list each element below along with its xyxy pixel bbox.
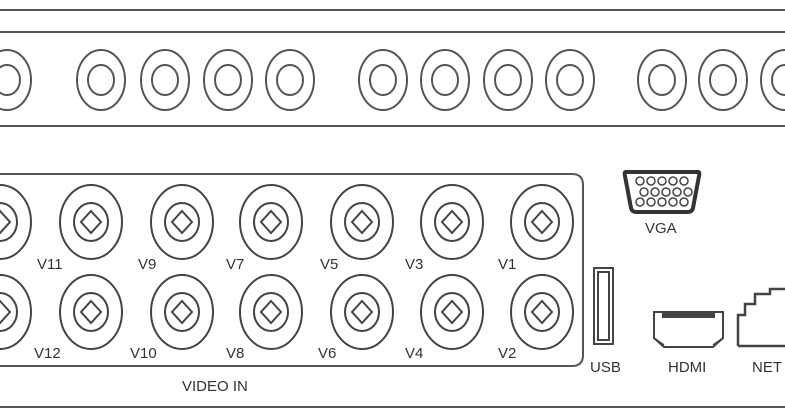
bnc-connector[interactable] <box>330 274 394 350</box>
rca-connector[interactable] <box>265 49 315 111</box>
bnc-connector[interactable] <box>239 184 303 260</box>
rca-connector[interactable] <box>76 49 126 111</box>
bnc-connector[interactable] <box>510 184 574 260</box>
video-in-label: VIDEO IN <box>182 378 248 395</box>
row2-labels: V12 V10 V8 V6 V4 V2 <box>34 345 516 362</box>
usb-label: USB <box>590 359 621 376</box>
channel-label: V3 <box>405 256 423 273</box>
channel-label: V10 <box>130 345 157 362</box>
vga-port[interactable] <box>622 170 702 214</box>
bnc-connector[interactable] <box>150 184 214 260</box>
rca-connector[interactable] <box>140 49 190 111</box>
channel-label: V1 <box>498 256 516 273</box>
channel-label: V4 <box>405 345 423 362</box>
bnc-connector[interactable] <box>59 184 123 260</box>
rca-connector[interactable] <box>358 49 408 111</box>
net-label: NET <box>752 359 782 376</box>
bnc-connector[interactable] <box>0 184 32 260</box>
usb-port[interactable] <box>593 267 614 345</box>
rca-connector[interactable] <box>698 49 748 111</box>
channel-label: V5 <box>320 256 338 273</box>
bnc-connector[interactable] <box>59 274 123 350</box>
bnc-connector[interactable] <box>239 274 303 350</box>
channel-label: V6 <box>318 345 336 362</box>
channel-label: V12 <box>34 345 61 362</box>
rca-connector[interactable] <box>483 49 533 111</box>
channel-label: V11 <box>37 256 63 273</box>
row1-labels: V11 V9 V7 V5 V3 V1 <box>37 256 516 273</box>
rca-connector[interactable] <box>545 49 595 111</box>
bnc-connector[interactable] <box>0 274 32 350</box>
hdmi-label: HDMI <box>668 359 706 376</box>
net-port[interactable] <box>736 287 785 348</box>
vga-label: VGA <box>645 220 677 237</box>
bnc-connector[interactable] <box>510 274 574 350</box>
vga-pins-icon <box>635 176 693 207</box>
bnc-connector[interactable] <box>150 274 214 350</box>
hdmi-port[interactable] <box>653 311 724 348</box>
bnc-connector[interactable] <box>420 274 484 350</box>
channel-label: V9 <box>138 256 156 273</box>
channel-label: V7 <box>226 256 244 273</box>
rca-connector[interactable] <box>637 49 687 111</box>
audio-connector-row <box>0 49 785 111</box>
video-in-connectors <box>0 184 574 350</box>
bnc-connector[interactable] <box>420 184 484 260</box>
channel-label: V2 <box>498 345 516 362</box>
rca-connector[interactable] <box>203 49 253 111</box>
rca-connector[interactable] <box>760 49 785 111</box>
video-in-block <box>0 173 584 367</box>
channel-label: V8 <box>226 345 244 362</box>
rca-connector[interactable] <box>420 49 470 111</box>
bnc-connector[interactable] <box>330 184 394 260</box>
rca-connector[interactable] <box>0 49 32 111</box>
